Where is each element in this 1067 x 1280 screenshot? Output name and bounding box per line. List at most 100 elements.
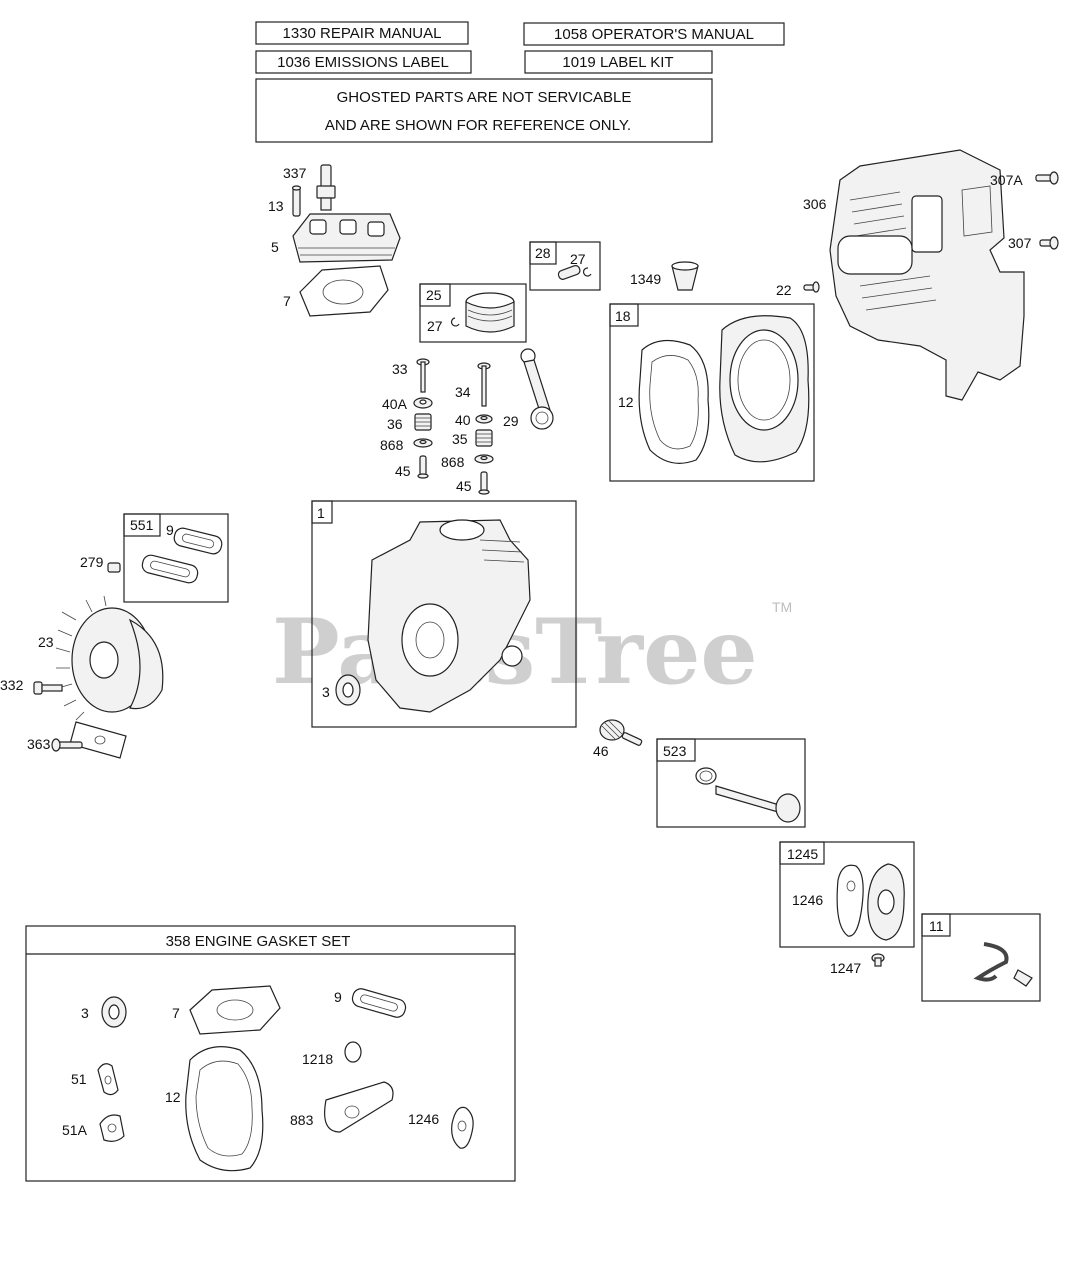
header-repair-manual[interactable]: 1330 REPAIR MANUAL bbox=[255, 21, 469, 45]
gasket-head-7-icon[interactable] bbox=[189, 985, 281, 1035]
screw-1247-icon[interactable] bbox=[871, 953, 885, 967]
callout-40a: 40A bbox=[382, 396, 408, 412]
crankcase-cover-box[interactable]: 18 12 bbox=[609, 303, 815, 482]
bolt-332-icon[interactable] bbox=[33, 681, 63, 695]
callout-46: 46 bbox=[593, 743, 609, 759]
callout-7: 7 bbox=[283, 293, 291, 309]
screw-22-icon[interactable] bbox=[803, 281, 820, 293]
svg-text:523: 523 bbox=[663, 743, 687, 759]
callout-306: 306 bbox=[803, 196, 827, 212]
callout-13: 13 bbox=[268, 198, 284, 214]
intake-valve-icon[interactable] bbox=[416, 358, 430, 393]
gasket-callout-883: 883 bbox=[290, 1112, 314, 1128]
valve-spring-36-icon[interactable] bbox=[414, 413, 432, 431]
cylinder-head-icon[interactable] bbox=[292, 213, 401, 263]
blower-housing-icon[interactable] bbox=[829, 149, 1025, 401]
nut-279-icon[interactable] bbox=[107, 562, 121, 573]
gasket-callout-3: 3 bbox=[81, 1005, 89, 1021]
retainer-868b-icon[interactable] bbox=[474, 454, 494, 464]
piston-box[interactable]: 25 27 bbox=[419, 283, 527, 343]
stud-icon[interactable] bbox=[291, 185, 302, 217]
watermark-tm: TM bbox=[772, 599, 792, 615]
callout-363: 363 bbox=[27, 736, 51, 752]
header-operators-manual[interactable]: 1058 OPERATOR'S MANUAL bbox=[523, 22, 785, 46]
svg-text:28: 28 bbox=[535, 245, 551, 261]
engine-gasket-set-box[interactable]: 358 ENGINE GASKET SET 3 7 9 1218 51 12 bbox=[25, 925, 516, 1182]
svg-text:11: 11 bbox=[929, 918, 944, 934]
valve-seal-40-icon[interactable] bbox=[475, 414, 493, 424]
callout-45a: 45 bbox=[395, 463, 411, 479]
retainer-868a-icon[interactable] bbox=[413, 438, 433, 448]
svg-text:1246: 1246 bbox=[792, 892, 823, 908]
spark-plug-icon[interactable] bbox=[316, 164, 336, 211]
valve-seal-40a-icon[interactable] bbox=[413, 397, 433, 409]
gasket-callout-51a: 51A bbox=[62, 1122, 88, 1138]
callout-29: 29 bbox=[503, 413, 519, 429]
callout-332: 332 bbox=[0, 677, 24, 693]
connecting-rod-icon[interactable] bbox=[520, 348, 554, 430]
head-gasket-icon[interactable] bbox=[299, 265, 389, 317]
callout-5: 5 bbox=[271, 239, 279, 255]
gasket-oring-1218-icon[interactable] bbox=[344, 1041, 362, 1063]
gasket-51a-icon[interactable] bbox=[99, 1114, 125, 1142]
gasket-exhaust-9-icon[interactable] bbox=[351, 987, 408, 1019]
gasket-callout-9: 9 bbox=[334, 989, 342, 1005]
callout-307a: 307A bbox=[990, 172, 1023, 188]
plate-363-icon[interactable] bbox=[51, 721, 127, 759]
svg-text:1019 LABEL KIT: 1019 LABEL KIT bbox=[562, 54, 673, 71]
svg-text:27: 27 bbox=[427, 318, 443, 334]
gasket-883-icon[interactable] bbox=[324, 1081, 394, 1133]
gear-46-icon[interactable] bbox=[599, 719, 643, 746]
svg-text:18: 18 bbox=[615, 308, 631, 324]
svg-text:9: 9 bbox=[166, 522, 174, 538]
callout-279: 279 bbox=[80, 554, 104, 570]
exhaust-valve-icon[interactable] bbox=[477, 362, 491, 407]
tappet-45a-icon[interactable] bbox=[417, 455, 429, 479]
callout-337: 337 bbox=[283, 165, 307, 181]
callout-868a: 868 bbox=[380, 437, 404, 453]
header-label-kit[interactable]: 1019 LABEL KIT bbox=[524, 50, 713, 74]
svg-text:AND ARE SHOWN FOR REFERENCE ON: AND ARE SHOWN FOR REFERENCE ONLY. bbox=[325, 117, 631, 134]
ghosted-parts-notice: GHOSTED PARTS ARE NOT SERVICABLE AND ARE… bbox=[255, 78, 713, 143]
svg-text:1: 1 bbox=[317, 505, 325, 521]
callout-34: 34 bbox=[455, 384, 471, 400]
gasket-set-title: 358 ENGINE GASKET SET bbox=[166, 933, 351, 950]
callout-40: 40 bbox=[455, 412, 471, 428]
gasket-callout-1246: 1246 bbox=[408, 1111, 439, 1127]
svg-text:12: 12 bbox=[618, 394, 634, 410]
callout-1349: 1349 bbox=[630, 271, 661, 287]
gasket-seal-3-icon[interactable] bbox=[101, 996, 127, 1028]
svg-text:551: 551 bbox=[130, 517, 154, 533]
breather-tube-box[interactable]: 11 bbox=[921, 913, 1041, 1002]
gasket-51-icon[interactable] bbox=[97, 1063, 119, 1096]
screw-307-icon[interactable] bbox=[1039, 236, 1059, 250]
callout-868b: 868 bbox=[441, 454, 465, 470]
breather-box[interactable]: 1245 1246 bbox=[779, 841, 915, 948]
tappet-45b-icon[interactable] bbox=[478, 471, 490, 495]
gasket-cover-12-icon[interactable] bbox=[185, 1046, 264, 1172]
callout-1247: 1247 bbox=[830, 960, 861, 976]
cap-icon[interactable] bbox=[671, 261, 699, 291]
governor-shaft-box[interactable]: 523 bbox=[656, 738, 806, 828]
wrist-pin-box[interactable]: 28 27 bbox=[529, 241, 601, 291]
svg-text:25: 25 bbox=[426, 287, 442, 303]
header-emissions-label[interactable]: 1036 EMISSIONS LABEL bbox=[255, 50, 472, 74]
svg-text:1036 EMISSIONS LABEL: 1036 EMISSIONS LABEL bbox=[277, 54, 449, 71]
flywheel-icon[interactable] bbox=[55, 595, 164, 721]
callout-36: 36 bbox=[387, 416, 403, 432]
crankcase-box[interactable]: 1 3 bbox=[311, 500, 577, 728]
gasket-callout-12: 12 bbox=[165, 1089, 181, 1105]
valve-spring-35-icon[interactable] bbox=[475, 429, 493, 447]
exhaust-gasket-box[interactable]: 551 9 bbox=[123, 513, 229, 603]
callout-33: 33 bbox=[392, 361, 408, 377]
screw-307a-icon[interactable] bbox=[1035, 171, 1059, 185]
gasket-callout-7: 7 bbox=[172, 1005, 180, 1021]
gasket-1246-icon[interactable] bbox=[451, 1106, 474, 1149]
callout-307: 307 bbox=[1008, 235, 1032, 251]
gasket-callout-51: 51 bbox=[71, 1071, 87, 1087]
svg-text:1330 REPAIR MANUAL: 1330 REPAIR MANUAL bbox=[283, 25, 442, 42]
svg-text:1245: 1245 bbox=[787, 846, 818, 862]
gasket-callout-1218: 1218 bbox=[302, 1051, 333, 1067]
svg-text:27: 27 bbox=[570, 251, 586, 267]
